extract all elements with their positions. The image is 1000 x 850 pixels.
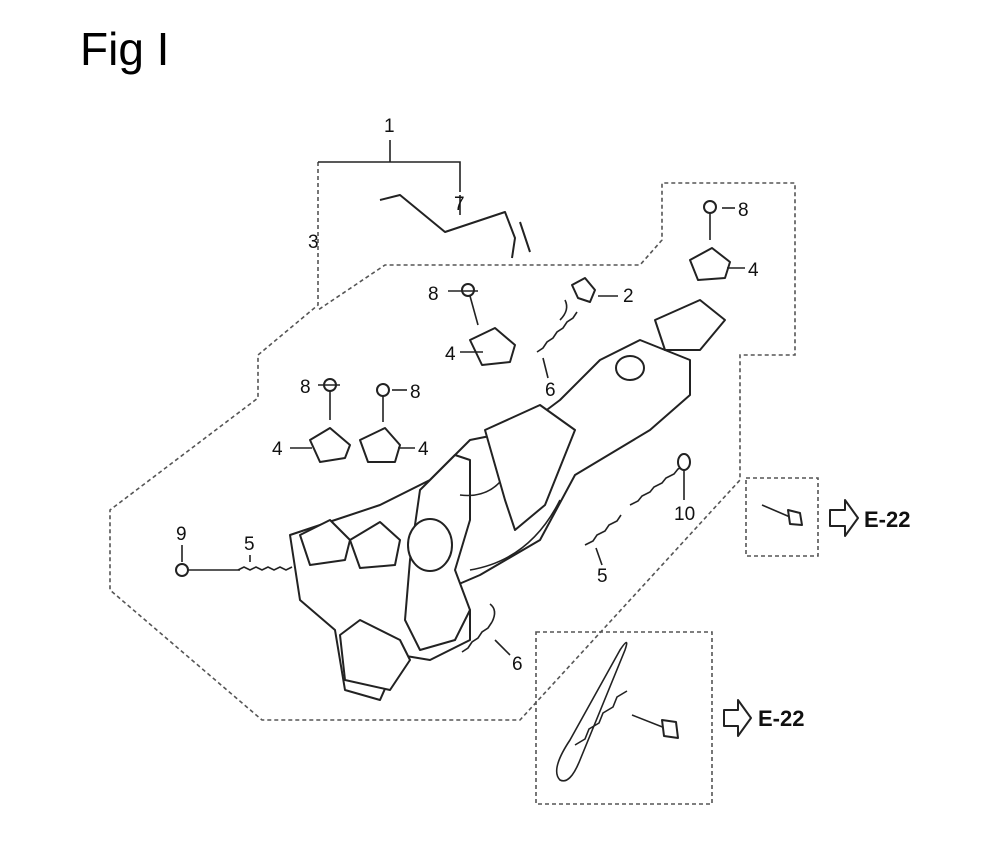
spring-long — [237, 566, 293, 571]
boss — [407, 518, 453, 572]
callout-4-left: 4 — [272, 439, 283, 460]
callout-9: 9 — [176, 524, 187, 545]
callout-3: 3 — [308, 232, 319, 253]
clip-mid — [359, 427, 401, 463]
clip-upper — [469, 327, 516, 366]
leader-lines — [181, 195, 745, 656]
callout-4-upper: 4 — [445, 344, 456, 365]
reference-label-lower[interactable]: E-22 — [758, 706, 804, 731]
spring-right — [584, 514, 622, 546]
figure-title: Fig I — [80, 23, 170, 75]
top-bracket — [654, 299, 726, 351]
reference-box-upper — [745, 477, 819, 557]
reference-box-lower — [535, 631, 713, 805]
clip-lower — [299, 519, 351, 566]
right-bracket — [484, 404, 576, 531]
base-plate — [289, 339, 691, 701]
clip-right — [689, 247, 731, 281]
callout-7: 7 — [454, 194, 465, 215]
callout-1: 1 — [384, 116, 395, 137]
bolt-10 — [629, 453, 691, 506]
clip-lower-2 — [349, 521, 401, 569]
bolt-left-2 — [376, 383, 390, 422]
bolt-icon-lower — [631, 714, 679, 739]
arrow-icon-upper[interactable] — [829, 499, 859, 537]
callout-4-mid: 4 — [418, 439, 429, 460]
callout-8-left: 8 — [300, 377, 311, 398]
control-rod — [379, 194, 531, 259]
callout-6-lower: 6 — [512, 654, 523, 675]
reference-label-upper[interactable]: E-22 — [864, 507, 910, 532]
upper-boss — [615, 355, 645, 381]
spring-lower — [461, 603, 496, 653]
group-bracket — [318, 140, 461, 192]
callout-6-upper: 6 — [545, 380, 556, 401]
callout-4-right: 4 — [748, 260, 759, 281]
callout-5-left: 5 — [244, 534, 255, 555]
callout-2: 2 — [623, 286, 634, 307]
bolt-9-head — [175, 563, 189, 577]
callout-8-mid: 8 — [410, 382, 421, 403]
callout-5-right: 5 — [597, 566, 608, 587]
bolt-top-right — [703, 200, 717, 240]
bolt-icon-upper — [761, 504, 803, 526]
lower-bracket — [339, 619, 411, 691]
bolt-upper — [461, 283, 479, 326]
clip-left — [309, 427, 351, 463]
callout-8-upper: 8 — [428, 284, 439, 305]
spring-large-icon — [555, 641, 628, 782]
callout-8-top-right: 8 — [738, 200, 749, 221]
callout-10: 10 — [674, 504, 695, 525]
part-2-clip — [571, 277, 596, 303]
spring-upper — [536, 299, 578, 353]
arrow-icon-lower[interactable] — [723, 699, 752, 737]
